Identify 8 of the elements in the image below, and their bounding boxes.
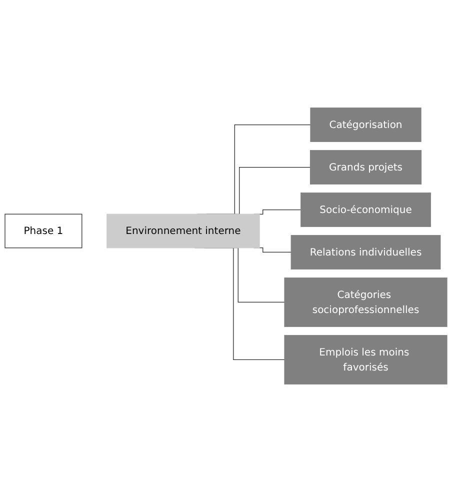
node-box: Catégories socioprofessionnelles: [284, 278, 448, 327]
node-box: Socio-économique: [300, 192, 431, 227]
node-box: Environnement interne: [106, 214, 260, 248]
node-box: Grands projets: [310, 150, 422, 184]
node-box: Relations individuelles: [290, 235, 441, 270]
node-box: Phase 1: [4, 214, 82, 248]
node-box: Catégorisation: [310, 108, 422, 142]
node-box: Emplois les moins favorisés: [284, 335, 448, 384]
